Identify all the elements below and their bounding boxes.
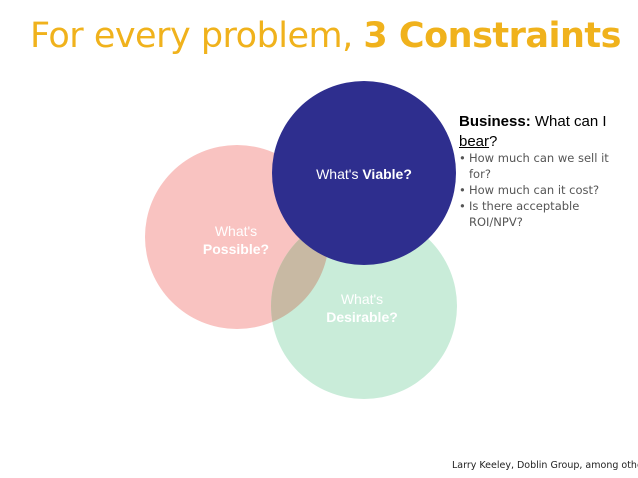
possible-label-line1: What's (214, 223, 258, 239)
business-heading: Business: (459, 113, 531, 130)
possible-label-line2: Possible? (202, 241, 270, 257)
page-title: For every problem, 3 Constraints (30, 14, 630, 58)
title-prefix: For every problem, (30, 16, 364, 56)
title-emphasis: 3 Constraints (363, 16, 621, 56)
desirable-label-line2: Desirable? (326, 309, 398, 325)
bullet-item: Is there acceptable ROI/NPV? (459, 198, 629, 230)
business-question: Business: What can I bear? (459, 112, 631, 152)
viable-circle (272, 81, 456, 265)
desirable-label: What's Desirable? (312, 290, 412, 326)
viable-label: What's Viable? (294, 165, 434, 183)
viable-label-line2: Viable? (362, 166, 412, 182)
viable-label-line1: What's (316, 166, 363, 182)
possible-label: What's Possible? (186, 222, 286, 258)
bullet-item: How much can we sell it for? (459, 150, 629, 182)
bullet-item: How much can it cost? (459, 182, 629, 198)
attribution-credit: Larry Keeley, Doblin Group, among others (452, 460, 638, 471)
business-bullets: How much can we sell it for? How much ca… (459, 150, 629, 230)
desirable-label-line1: What's (340, 291, 384, 307)
business-question-post: ? (489, 133, 498, 150)
business-question-pre: What can I (530, 113, 607, 130)
possible-desirable-overlap (271, 213, 329, 329)
business-question-underlined: bear (459, 133, 490, 150)
